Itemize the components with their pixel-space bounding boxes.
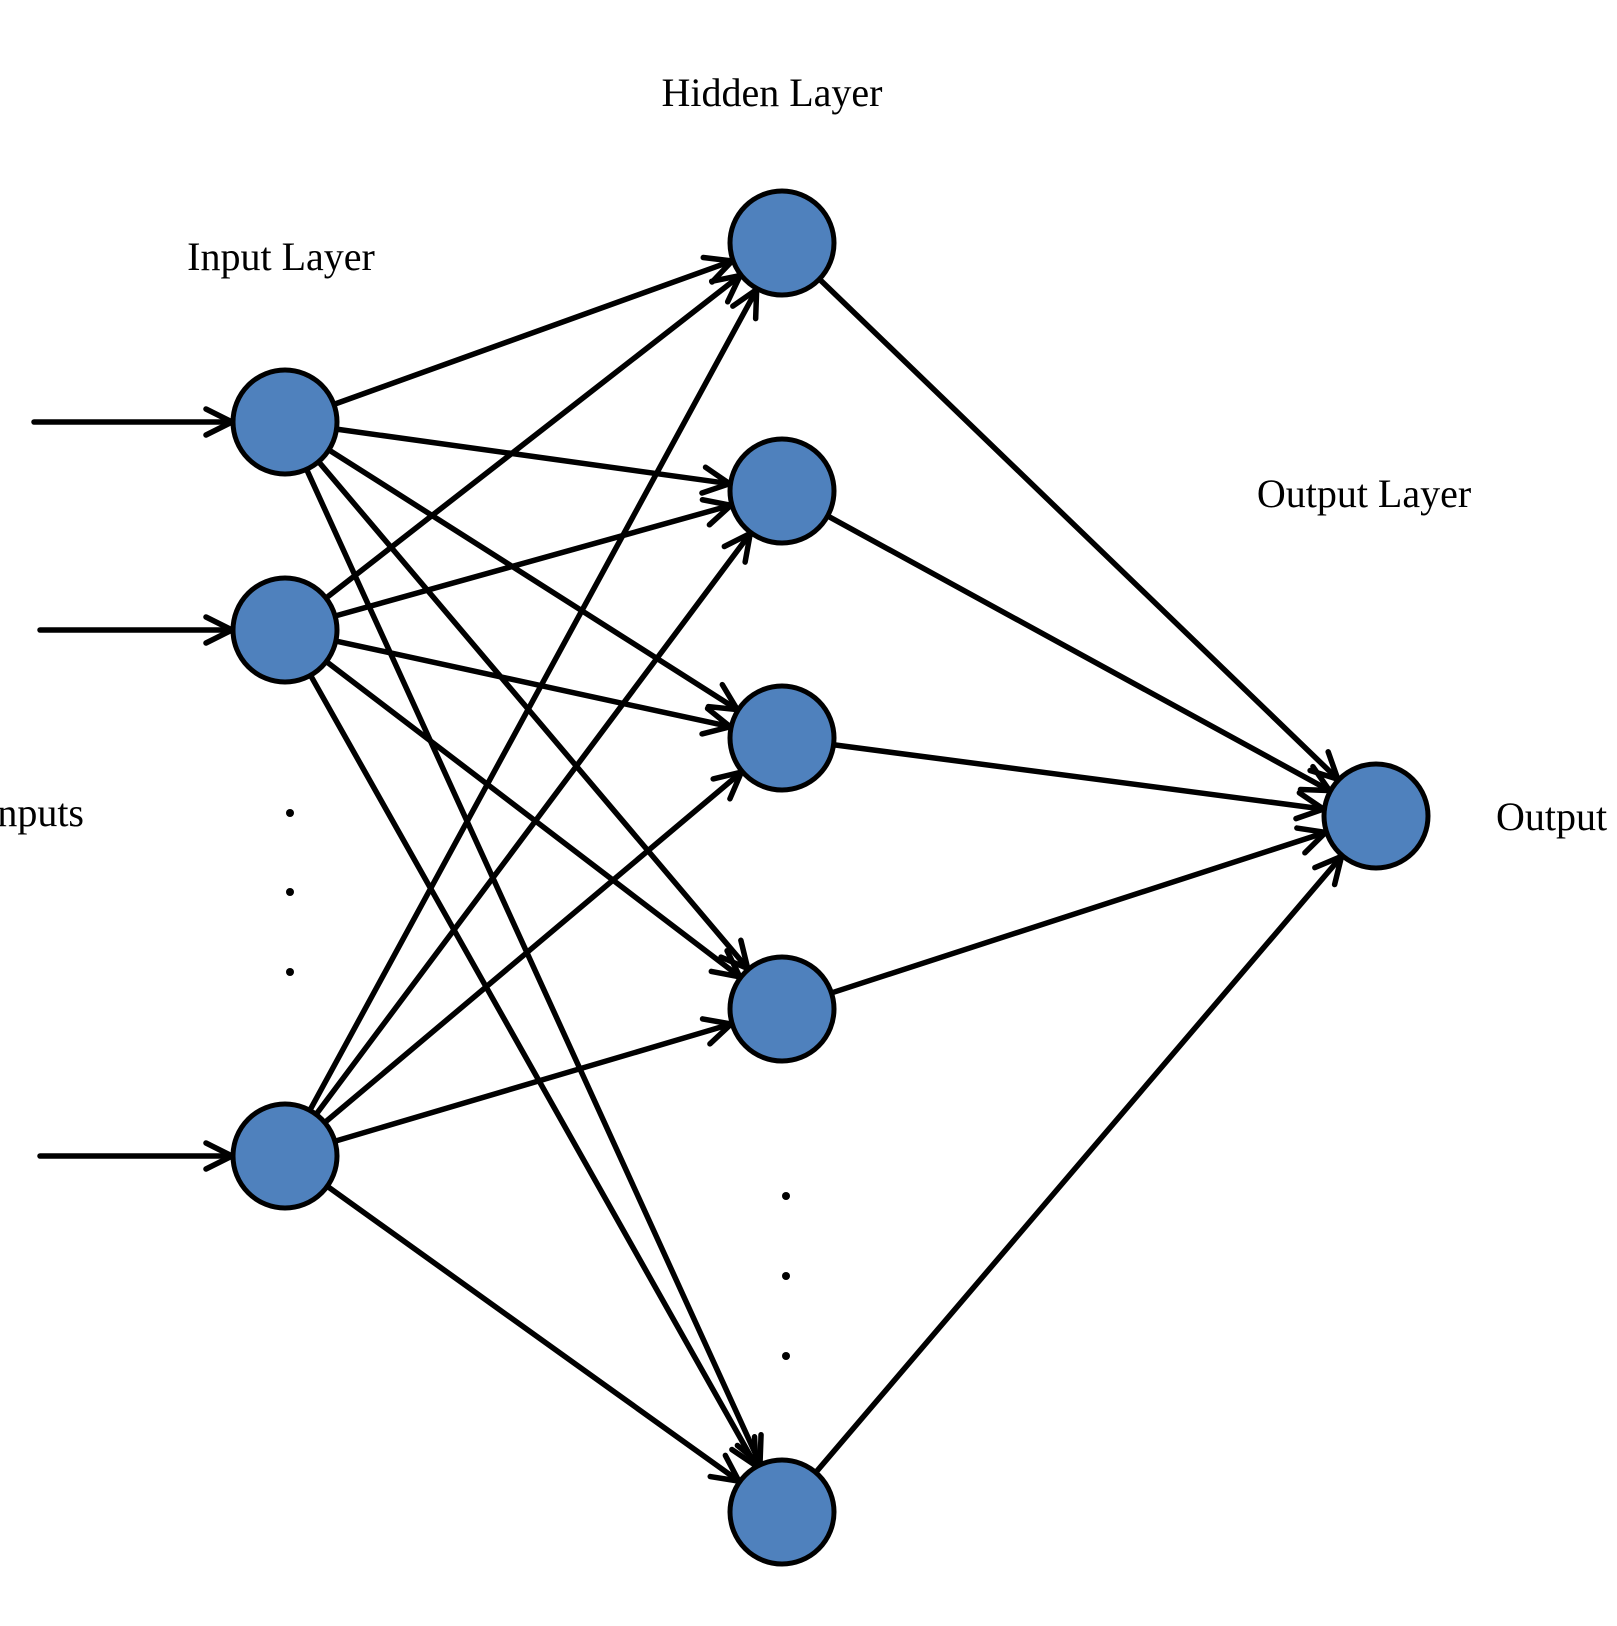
input-ellipsis-dot-1 — [286, 809, 294, 817]
edge-input-3-to-hidden-1 — [307, 290, 757, 1114]
edge-input-1-to-hidden-3 — [326, 447, 737, 710]
edge-hidden-5-to-output — [813, 856, 1342, 1476]
edge-input-2-to-hidden-5 — [307, 672, 756, 1466]
hidden-ellipsis-dot-2 — [782, 1272, 790, 1280]
hidden-node-4 — [727, 954, 837, 1064]
edge-input-2-to-hidden-4 — [323, 658, 740, 977]
output-node — [1321, 761, 1431, 871]
inputs-label: Inputs — [0, 790, 84, 835]
edge-input-3-to-hidden-3 — [322, 772, 742, 1126]
edge-hidden-4-to-output — [828, 832, 1325, 996]
edge-hidden-3-to-output — [830, 742, 1324, 809]
input-ellipsis-dot-3 — [286, 968, 294, 976]
hidden-node-2 — [727, 436, 837, 546]
hidden-node-5 — [727, 1457, 837, 1567]
input-layer-label: Input Layer — [187, 234, 375, 279]
hidden-ellipsis-dot-1 — [782, 1192, 790, 1200]
edge-input-1-to-hidden-1 — [331, 261, 732, 408]
input-node-2 — [230, 575, 340, 685]
input-node-3 — [230, 1101, 340, 1211]
edge-input-3-to-hidden-4 — [332, 1024, 731, 1145]
edge-input-3-to-hidden-5 — [324, 1183, 739, 1481]
ellipsis-dots — [286, 809, 790, 1360]
input-ellipsis-dot-2 — [286, 888, 294, 896]
input-node-1 — [230, 367, 340, 477]
output-label: Output — [1496, 794, 1607, 839]
connections — [31, 261, 1342, 1481]
edge-input-3-to-hidden-2 — [313, 533, 750, 1118]
edge-hidden-1-to-output — [816, 276, 1337, 779]
edge-input-2-to-hidden-2 — [332, 505, 731, 619]
hidden-layer-label: Hidden Layer — [661, 70, 882, 115]
output-layer-label: Output Layer — [1257, 471, 1471, 516]
edge-input-2-to-hidden-1 — [323, 276, 740, 601]
nodes — [230, 188, 1431, 1567]
hidden-node-1 — [727, 188, 837, 298]
edge-input-1-to-hidden-5 — [303, 466, 760, 1463]
hidden-node-3 — [727, 683, 837, 793]
edge-hidden-2-to-output — [824, 513, 1330, 791]
edge-input-2-to-hidden-3 — [333, 638, 730, 727]
edge-input-1-to-hidden-2 — [333, 426, 730, 484]
hidden-ellipsis-dot-3 — [782, 1352, 790, 1360]
